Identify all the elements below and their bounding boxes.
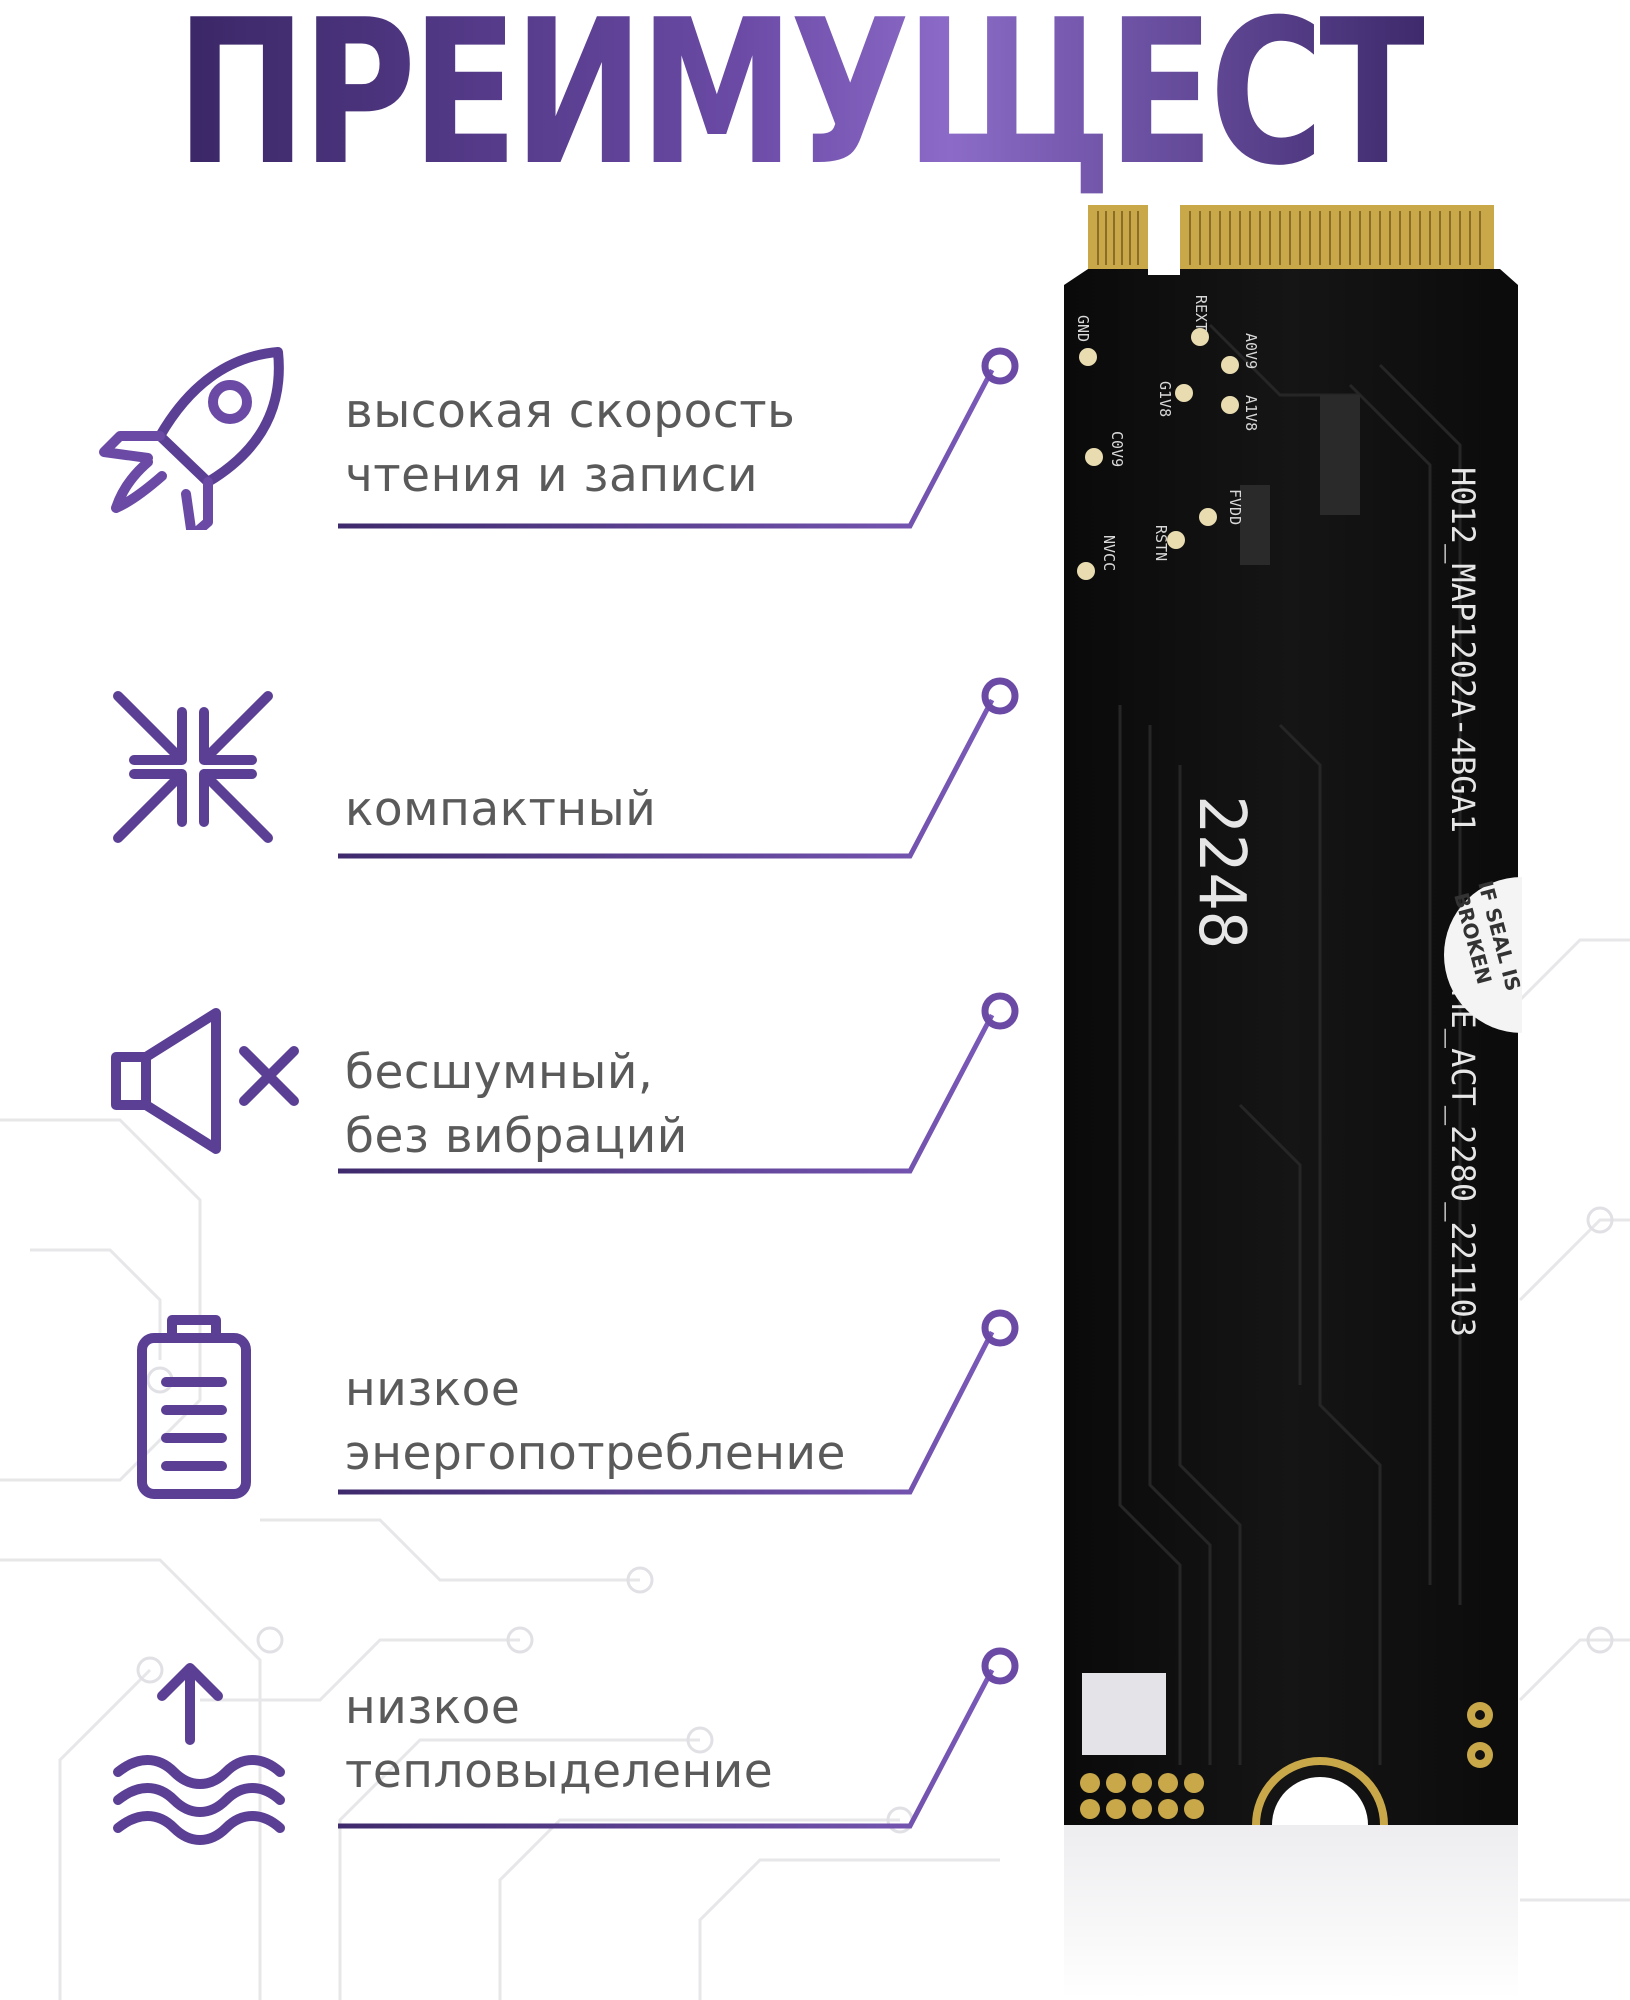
part-number: H012_MAP1202A-4BGA1 <box>1444 467 1482 833</box>
feature-label: компактный <box>345 778 656 842</box>
feature-low-power: низкое энергопотребление <box>0 1292 1060 1499</box>
pad-label-g1v8: G1V8 <box>1156 381 1174 417</box>
feature-low-heat: низкое тепловыделение <box>0 1630 1060 1845</box>
compress-arrows-icon <box>113 691 273 843</box>
pad-label-rext: REXT <box>1192 295 1210 331</box>
test-pad <box>1085 448 1103 466</box>
feature-read-write-speed: высокая скорость чтения и записи <box>0 330 1060 530</box>
qr-label <box>1082 1673 1166 1755</box>
feature-label: низкое тепловыделение <box>345 1676 773 1804</box>
warranty-seal-sticker: IF SEAL IS BROKEN <box>1444 877 1522 1033</box>
feature-label-line-1: низкое <box>345 1362 521 1417</box>
pad-label-fvdd: FVDD <box>1226 489 1244 525</box>
test-pad <box>1175 384 1193 402</box>
ssd-board-image: GND REXT A0V9 A1V8 G1V8 C0V9 FVDD RSTN N… <box>1064 205 1522 2000</box>
feature-silent: бесшумный, без вибраций <box>0 975 1060 1175</box>
feature-label-line-2: чтения и записи <box>345 448 758 503</box>
heat-waves-icon <box>113 1663 285 1845</box>
pad-label-rstn: RSTN <box>1152 525 1170 561</box>
test-pad <box>1221 356 1239 374</box>
pad-label-a0v9: A0V9 <box>1242 333 1260 369</box>
callout-line <box>338 347 1019 529</box>
feature-compact: компактный <box>0 660 1060 860</box>
page-title: ПРЕИМУЩЕСТВА <box>176 0 1630 194</box>
callout-line <box>338 1647 1019 1829</box>
part-number-tail: VME_ACT_2280_221103 <box>1444 971 1482 1337</box>
feature-label-line-2: энергопотребление <box>345 1426 846 1481</box>
callout-line <box>338 1309 1019 1495</box>
callout-line <box>338 677 1019 859</box>
feature-label-line-1: компактный <box>345 782 657 837</box>
battery-icon <box>137 1315 251 1499</box>
feature-label-line-2: тепловыделение <box>345 1744 774 1799</box>
feature-label: высокая скорость чтения и записи <box>345 380 795 508</box>
callout-line <box>338 992 1019 1174</box>
test-pad <box>1077 562 1095 580</box>
feature-label: низкое энергопотребление <box>345 1358 846 1486</box>
pad-label-nvcc: NVCC <box>1100 535 1118 571</box>
pad-label-gnd: GND <box>1074 315 1092 342</box>
test-pad <box>1199 508 1217 526</box>
feature-label-line-1: бесшумный, <box>345 1045 654 1100</box>
rocket-icon <box>99 347 284 530</box>
test-pad <box>1191 328 1209 346</box>
pad-label-c0v9: C0V9 <box>1108 431 1126 467</box>
size-code: 2248 <box>1184 795 1258 949</box>
test-pad <box>1167 531 1185 549</box>
pad-label-a1v8: A1V8 <box>1242 395 1260 431</box>
speaker-mute-icon <box>111 1008 299 1154</box>
feature-label-line-1: высокая скорость <box>345 384 796 439</box>
feature-label: бесшумный, без вибраций <box>345 1041 688 1169</box>
feature-label-line-1: низкое <box>345 1680 521 1735</box>
test-pad <box>1221 396 1239 414</box>
test-pad <box>1079 348 1097 366</box>
feature-label-line-2: без вибраций <box>345 1109 688 1164</box>
